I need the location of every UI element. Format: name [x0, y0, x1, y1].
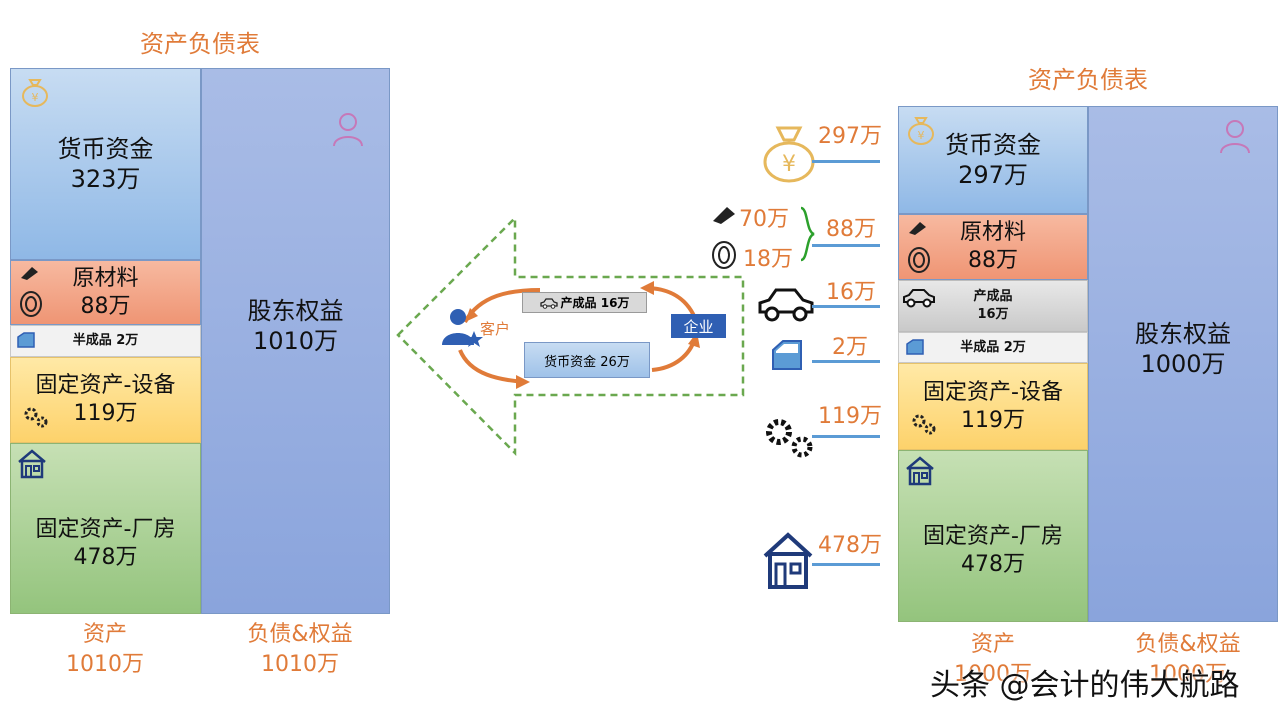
breakdown-plant-value: 478万: [818, 533, 882, 558]
left-equip-block: 固定资产-设备 119万: [10, 357, 201, 443]
right-equip-value: 119万: [961, 407, 1025, 433]
svg-text:¥: ¥: [32, 91, 39, 104]
money-bag-icon: ¥: [22, 79, 48, 107]
breakdown-finished-line: [812, 305, 880, 308]
left-semi-block: 半成品 2万: [10, 325, 201, 357]
svg-text:¥: ¥: [782, 152, 796, 177]
right-semi-block: 半成品 2万: [898, 332, 1088, 363]
roll-icon-breakdown: [713, 207, 735, 224]
watermark: 头条 @会计的伟大航路: [930, 668, 1240, 703]
svg-text:¥: ¥: [918, 129, 925, 142]
right-raw-value: 88万: [968, 248, 1018, 273]
right-plant-label: 固定资产-厂房: [923, 524, 1063, 549]
breakdown-plant-line: [812, 563, 880, 566]
breakdown-finished-value: 16万: [826, 280, 876, 305]
right-equity-value: 1000万: [1140, 350, 1226, 378]
breakdown-raw-b-value: 18万: [743, 247, 793, 272]
cash-flow-text: 货币资金 26万: [544, 354, 630, 370]
left-footer-liab-value: 1010万: [261, 652, 339, 677]
right-finished-label: 产成品: [973, 289, 1013, 304]
breakdown-raw-line: [812, 244, 880, 247]
left-equity-block: 股东权益 1010万: [201, 68, 390, 614]
left-plant-block: 固定资产-厂房 478万: [10, 443, 201, 614]
product-flow-text: 产成品 16万: [560, 296, 630, 310]
product-flow-tag: 产成品 16万: [522, 292, 647, 313]
right-equip-label: 固定资产-设备: [923, 379, 1063, 405]
right-semi-label: 半成品 2万: [960, 339, 1026, 355]
roll-icon: [21, 267, 38, 280]
breakdown-raw-total-value: 88万: [826, 217, 876, 242]
right-footer-liab-label: 负债&权益: [1135, 632, 1241, 657]
right-sheet-title: 资产负债表: [1028, 66, 1148, 94]
breakdown-raw-a-value: 70万: [739, 207, 789, 232]
left-equity-label: 股东权益: [247, 297, 344, 325]
left-cash-value: 323万: [70, 165, 141, 193]
company-box: 企业: [671, 314, 726, 338]
left-footer-liab: 负债&权益 1010万: [220, 620, 380, 680]
right-footer-assets-label: 资产: [970, 632, 1015, 657]
right-cash-label: 货币资金: [945, 131, 1041, 159]
breakdown-cash-line: [812, 160, 880, 163]
left-raw-block: 原材料 88万: [10, 260, 201, 325]
gears-icon: [24, 407, 48, 428]
customer-icon: [442, 309, 483, 347]
right-equity-label: 股东权益: [1135, 320, 1231, 348]
house-icon: [18, 449, 46, 479]
tire-icon-breakdown: [712, 241, 736, 269]
right-raw-block: 原材料 88万: [898, 214, 1088, 280]
left-footer-assets-value: 1010万: [66, 652, 144, 677]
right-footer-liab: 负债&权益 1000万: [1108, 630, 1268, 690]
company-label: 企业: [683, 317, 714, 336]
door-panel-icon-right: [906, 339, 924, 355]
house-large-icon: [763, 532, 813, 589]
curly-brace: [800, 206, 815, 262]
right-raw-label: 原材料: [959, 220, 1026, 245]
right-footer-assets-value: 1000万: [954, 662, 1032, 687]
right-finished-value: 16万: [977, 307, 1009, 322]
left-footer-liab-label: 负债&权益: [247, 622, 353, 647]
door-panel-icon: [17, 332, 35, 348]
tire-icon-right: [908, 247, 930, 273]
left-footer-assets-label: 资产: [82, 622, 127, 647]
car-icon: [758, 288, 814, 322]
left-sheet-title: 资产负债表: [140, 30, 260, 58]
breakdown-equip-line: [812, 435, 880, 438]
left-raw-value: 88万: [80, 293, 131, 319]
right-equity-block: 股东权益 1000万: [1088, 106, 1278, 622]
roll-icon-right: [909, 222, 926, 235]
money-bag-icon-right: ¥: [908, 117, 934, 145]
cash-flow-tag: 货币资金 26万: [524, 342, 650, 378]
money-bag-large-icon: ¥: [763, 126, 815, 183]
person-icon: [333, 113, 363, 147]
right-footer-assets: 资产 1000万: [928, 630, 1058, 690]
left-cash-block: 货币资金 323万: [10, 68, 201, 260]
right-equip-block: 固定资产-设备 119万: [898, 363, 1088, 450]
house-icon-right: [906, 456, 934, 486]
gears-large-icon: [766, 419, 813, 458]
tire-icon: [20, 291, 42, 317]
breakdown-semi-line: [812, 360, 880, 363]
left-raw-label: 原材料: [72, 265, 139, 291]
car-icon-right: [903, 289, 935, 308]
left-equip-value: 119万: [73, 401, 138, 426]
breakdown-semi-value: 2万: [832, 335, 868, 360]
car-small-icon: [539, 297, 558, 309]
breakdown-cash-value: 297万: [818, 124, 882, 149]
person-icon-right: [1220, 120, 1250, 154]
right-cash-block: 货币资金 297万: [898, 106, 1088, 214]
gears-icon-right: [912, 414, 936, 435]
left-semi-label: 半成品 2万: [72, 333, 139, 348]
breakdown-equip-value: 119万: [818, 404, 882, 429]
left-plant-label: 固定资产-厂房: [35, 516, 176, 542]
left-plant-value: 478万: [73, 544, 138, 570]
left-equip-label: 固定资产-设备: [35, 373, 176, 398]
right-plant-value: 478万: [961, 552, 1025, 577]
door-panel-large-icon: [772, 340, 802, 370]
right-cash-value: 297万: [958, 161, 1028, 189]
left-cash-label: 货币资金: [57, 135, 154, 163]
left-footer-assets: 资产 1010万: [40, 620, 170, 680]
left-equity-value: 1010万: [252, 327, 339, 355]
right-footer-liab-value: 1000万: [1149, 662, 1227, 687]
customer-label: 客户: [480, 320, 511, 338]
